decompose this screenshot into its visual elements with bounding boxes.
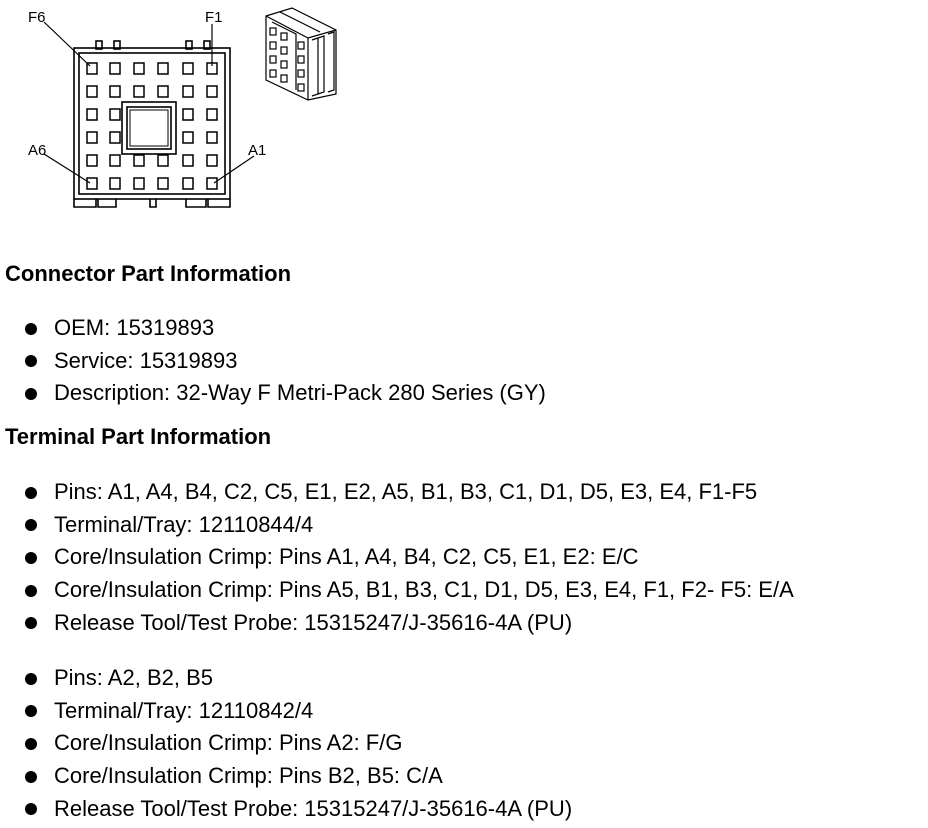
list-item: Release Tool/Test Probe: 15315247/J-3561… [0,607,794,640]
connector-part-info-heading: Connector Part Information [5,261,292,286]
connector-part-info-list: OEM: 15319893 Service: 15319893 Descript… [0,312,546,410]
connector-face-view [73,40,231,208]
terminal-part-info-heading: Terminal Part Information [5,424,272,449]
list-item-text: OEM: 15319893 [54,315,215,340]
bullet-icon [25,519,37,532]
bullet-icon [25,803,37,816]
list-item-text: Pins: A2, B2, B5 [54,665,213,690]
bullet-icon [25,672,37,685]
list-item: Release Tool/Test Probe: 15315247/J-3561… [0,793,572,826]
label-f1: F1 [205,9,223,26]
list-item-text: Core/Insulation Crimp: Pins A2: F/G [54,730,403,756]
list-item-text: Core/Insulation Crimp: Pins A5, B1, B3, … [54,577,794,603]
list-item-text: Terminal/Tray: 12110842/4 [54,697,314,723]
bullet-icon [25,737,37,750]
cavity-grid [86,62,218,190]
terminal-group-2-list: Pins: A2, B2, B5 Terminal/Tray: 12110842… [0,662,572,825]
list-item-text: Terminal/Tray: 12110844/4 [54,511,314,537]
connector-isometric-view [265,7,337,101]
bullet-icon [25,770,37,783]
pin-label-leaders [43,21,255,184]
bullet-icon [25,584,37,597]
bullet-icon [25,486,37,499]
list-item-text: Release Tool/Test Probe: 15315247/J-3561… [54,609,573,635]
list-item: OEM: 15319893 [0,312,546,345]
label-f6: F6 [28,9,46,26]
label-a1: A1 [248,142,266,159]
list-item: Core/Insulation Crimp: Pins A5, B1, B3, … [0,574,794,607]
list-item: Core/Insulation Crimp: Pins A1, A4, B4, … [0,541,794,574]
label-a6: A6 [28,142,46,159]
list-item-text: Description: 32-Way F Metri-Pack 280 Ser… [54,380,546,406]
list-item-text: Core/Insulation Crimp: Pins A1, A4, B4, … [54,544,639,570]
bullet-icon [25,617,37,630]
list-item: Terminal/Tray: 12110842/4 [0,695,572,728]
list-item-text: Service: 15319893 [54,347,238,373]
list-item: Description: 32-Way F Metri-Pack 280 Ser… [0,377,546,410]
bullet-icon [25,322,37,335]
list-item: Pins: A1, A4, B4, C2, C5, E1, E2, A5, B1… [0,476,794,509]
list-item: Pins: A2, B2, B5 [0,662,572,695]
connector-diagram: F6 F1 A6 A1 [28,7,337,208]
list-item: Core/Insulation Crimp: Pins A2: F/G [0,727,572,760]
list-item: Core/Insulation Crimp: Pins B2, B5: C/A [0,760,572,793]
bullet-icon [25,355,37,368]
list-item-text: Release Tool/Test Probe: 15315247/J-3561… [54,795,573,821]
list-item-text: Core/Insulation Crimp: Pins B2, B5: C/A [54,763,443,789]
bullet-icon [25,705,37,718]
list-item-text: Pins: A1, A4, B4, C2, C5, E1, E2, A5, B1… [54,479,758,504]
list-item: Terminal/Tray: 12110844/4 [0,509,794,542]
bullet-icon [25,551,37,564]
list-item: Service: 15319893 [0,345,546,378]
bullet-icon [25,387,37,400]
terminal-group-1-list: Pins: A1, A4, B4, C2, C5, E1, E2, A5, B1… [0,476,794,639]
